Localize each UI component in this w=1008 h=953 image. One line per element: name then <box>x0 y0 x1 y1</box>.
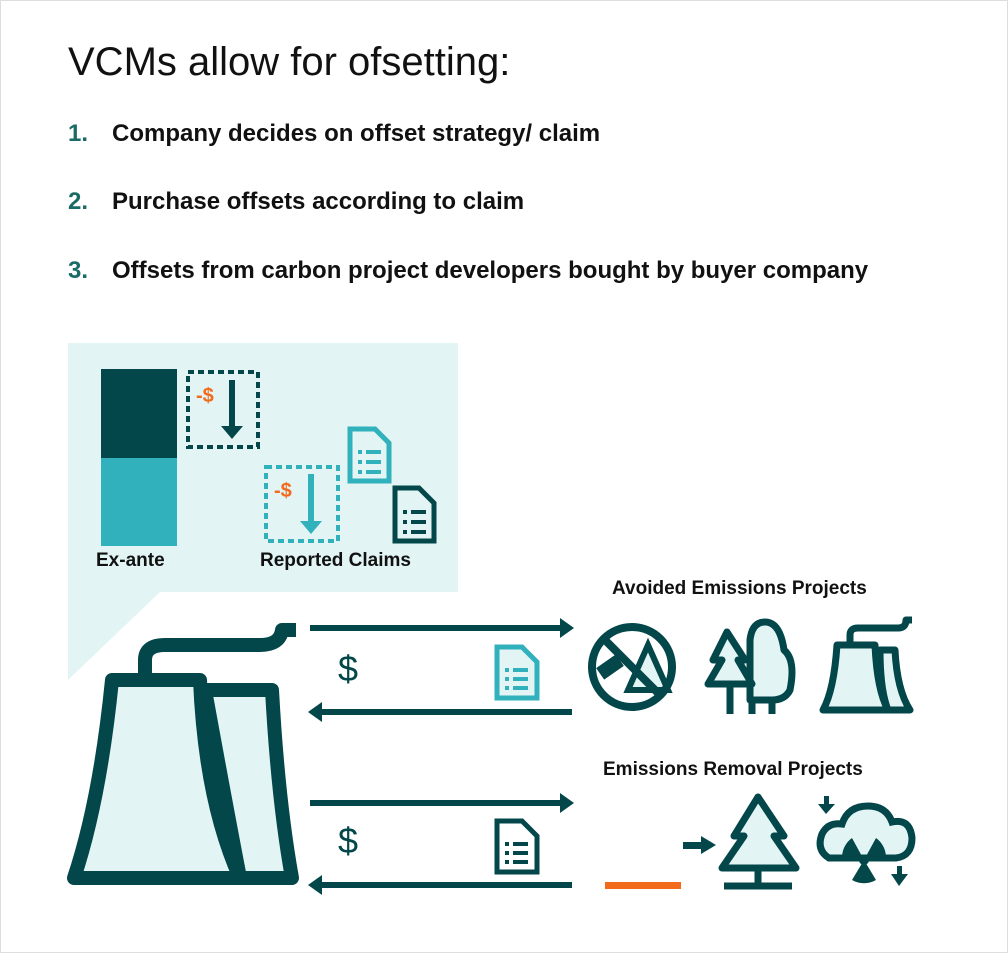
emissions-removal-title: Emissions Removal Projects <box>603 759 863 780</box>
arrow-right-offsets-removal <box>310 793 574 813</box>
step-number: 3. <box>68 257 89 284</box>
tree-icon <box>718 793 800 890</box>
small-arrow-right-icon <box>683 836 716 854</box>
orange-baseline <box>605 882 681 889</box>
dollar-icon: $ <box>338 820 359 861</box>
forest-icon <box>704 618 796 714</box>
step-number: 2. <box>68 188 89 215</box>
arrow-left-payment-removal <box>308 875 572 895</box>
document-icon-dark <box>392 485 437 544</box>
ex-ante-bar-bottom <box>101 458 177 546</box>
minus-dollar-label: -$ <box>196 385 214 407</box>
dollar-icon: $ <box>338 648 359 689</box>
document-icon-dark-flow <box>494 818 540 875</box>
avoided-emissions-title: Avoided Emissions Projects <box>612 578 867 599</box>
page-title: VCMs allow for ofsetting: <box>68 40 511 84</box>
minus-dollar-label: -$ <box>274 480 292 502</box>
document-icon-teal-flow <box>494 644 540 701</box>
price-down-icon-teal <box>264 465 340 543</box>
price-down-icon-dark <box>186 370 260 449</box>
step-number: 1. <box>68 120 89 147</box>
step-text: Offsets from carbon project developers b… <box>112 257 869 284</box>
no-deforestation-icon <box>588 623 676 711</box>
step-text: Company decides on offset strategy/ clai… <box>112 120 601 147</box>
document-icon-teal <box>347 426 392 484</box>
step-text: Purchase offsets according to claim <box>112 188 525 215</box>
buyer-company-factory-icon <box>67 623 299 885</box>
reported-claims-label: Reported Claims <box>260 550 411 571</box>
ex-ante-bar-top <box>101 369 177 458</box>
flow-arrows <box>308 618 574 895</box>
power-plant-icon <box>819 616 914 714</box>
arrow-right-offsets-avoided <box>310 618 574 638</box>
arrow-left-payment-avoided <box>308 702 572 722</box>
ex-ante-label: Ex-ante <box>96 550 165 571</box>
carbon-capture-cloud-icon <box>816 796 916 886</box>
